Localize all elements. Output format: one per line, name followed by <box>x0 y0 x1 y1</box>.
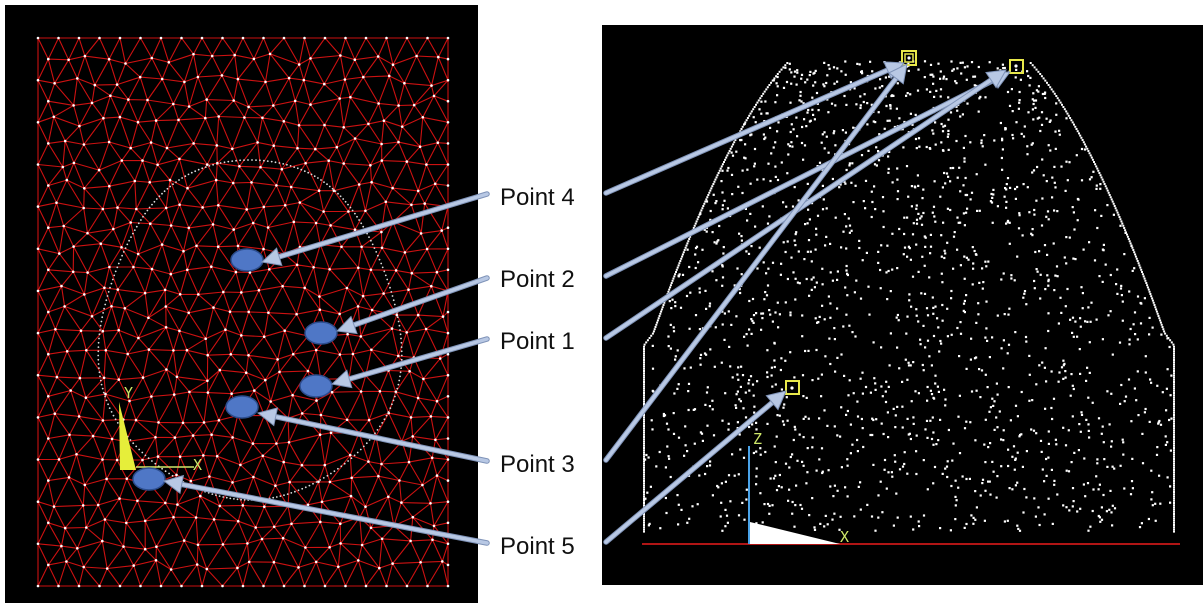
connector-arrows <box>162 61 1011 546</box>
marker-point-2 <box>304 321 338 345</box>
point-cloud-dots <box>643 60 1175 533</box>
right-axis-triad: Z X <box>748 430 849 546</box>
mesh-contour-dots <box>97 159 403 501</box>
highlighted-points <box>785 50 1024 395</box>
axis-triad-shape <box>119 402 136 470</box>
marker-point-5 <box>132 467 166 491</box>
label-point-3: Point 3 <box>500 451 575 478</box>
x-axis-label: X <box>193 456 202 474</box>
arrow-point-5-left <box>162 474 490 546</box>
mesh-nodes <box>36 36 450 588</box>
point-cloud-background <box>602 25 1203 585</box>
label-point-4: Point 4 <box>500 184 575 211</box>
y-axis-label: Y <box>124 384 133 402</box>
point-cloud-panel: Z X <box>602 25 1203 585</box>
point-markers <box>132 248 338 491</box>
label-point-5: Point 5 <box>500 533 575 560</box>
arrow-point-1-left <box>330 336 490 389</box>
left-axis-triad: Y X <box>119 384 202 474</box>
mesh-panel: Y X <box>5 5 478 603</box>
marker-point-3 <box>225 395 259 419</box>
point-labels: Point 4 Point 2 Point 1 Point 3 Point 5 <box>500 184 575 560</box>
axis-triad-shape <box>750 522 840 544</box>
highlight-point-3 <box>785 380 800 395</box>
marker-point-1 <box>299 374 333 398</box>
label-point-2: Point 2 <box>500 266 575 293</box>
label-point-1: Point 1 <box>500 328 575 355</box>
marker-point-4 <box>230 248 264 272</box>
highlight-point-4 <box>901 50 917 66</box>
arrow-point-3-right <box>603 63 908 463</box>
x-axis-label: X <box>840 528 849 546</box>
arrow-point-2-left <box>335 275 490 335</box>
z-axis-label: Z <box>753 430 762 448</box>
arrow-point-3-left <box>256 407 490 464</box>
highlight-point-2 <box>1009 59 1024 74</box>
arrow-point-5-right <box>603 390 787 545</box>
arrow-point-4-left <box>260 191 490 267</box>
